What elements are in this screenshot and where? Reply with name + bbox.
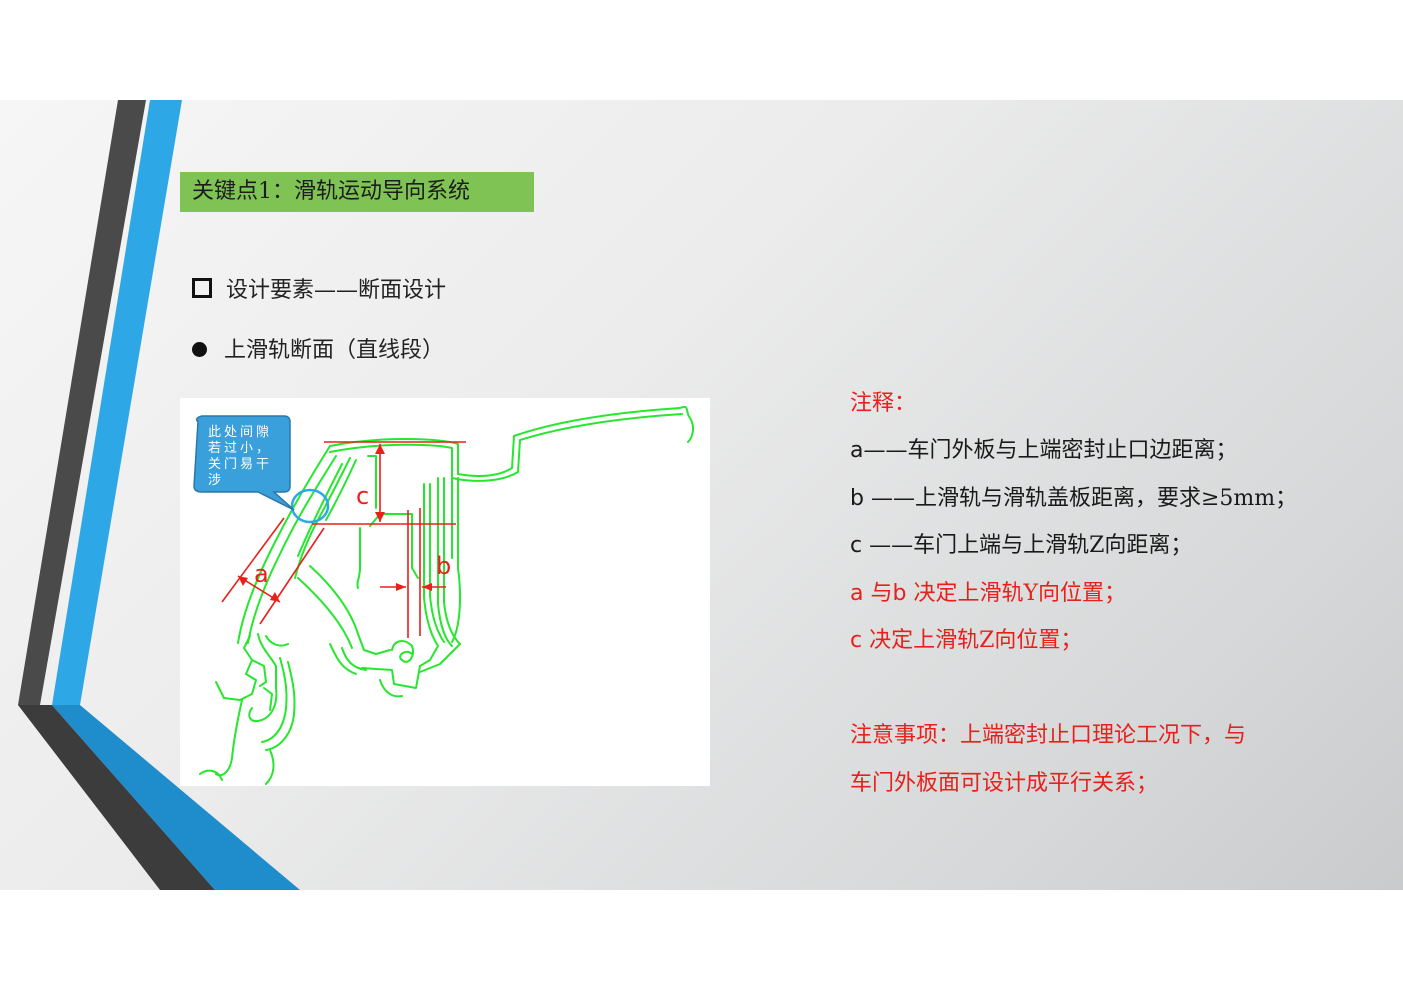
notes-heading: 注释：	[850, 391, 917, 416]
callout-line-4: 涉	[208, 473, 224, 488]
filled-circle-bullet-icon	[192, 342, 207, 357]
gap-callout: 此处间隙 若过小， 关门易干 涉	[193, 415, 330, 524]
dimension-arrowheads	[238, 444, 432, 602]
section-diagram: c a b 此处间隙 若过小， 关门易干 涉	[180, 398, 710, 786]
note-line-a: a——车门外板与上端密封止口边距离；	[850, 438, 1238, 463]
slide: 关键点1：滑轨运动导向系统 设计要素——断面设计 上滑轨断面（直线段）	[0, 100, 1403, 890]
bullet-design-elements: 设计要素——断面设计	[192, 272, 446, 304]
profile-lines	[199, 406, 695, 785]
callout-line-2: 若过小，	[208, 440, 272, 456]
dimension-label-a: a	[254, 560, 269, 588]
callout-line-1: 此处间隙	[208, 425, 272, 440]
note-line-ab-position: a 与b 决定上滑轨Y向位置；	[850, 581, 1126, 606]
callout-line-3: 关门易干	[208, 457, 272, 472]
slide-title: 关键点1：滑轨运动导向系统	[180, 172, 534, 212]
bullet-text: 上滑轨断面（直线段）	[224, 338, 445, 363]
attention-line-2: 车门外板面可设计成平行关系；	[850, 771, 1159, 796]
hollow-square-bullet-icon	[192, 278, 212, 298]
dimension-label-b: b	[436, 552, 451, 580]
decorative-stripes	[18, 100, 300, 890]
note-line-c: c ——车门上端与上滑轨Z向距离；	[850, 533, 1193, 558]
bullet-upper-rail-section: 上滑轨断面（直线段）	[192, 332, 444, 364]
rail-section-drawing: c a b 此处间隙 若过小， 关门易干 涉	[193, 406, 695, 785]
bullet-text: 设计要素——断面设计	[226, 278, 447, 303]
note-line-c-position: c 决定上滑轨Z向位置；	[850, 628, 1083, 653]
note-line-b: b ——上滑轨与滑轨盖板距离，要求≥5mm；	[850, 486, 1298, 511]
dimension-label-c: c	[356, 482, 369, 510]
attention-line-1: 注意事项：上端密封止口理论工况下，与	[850, 723, 1247, 748]
